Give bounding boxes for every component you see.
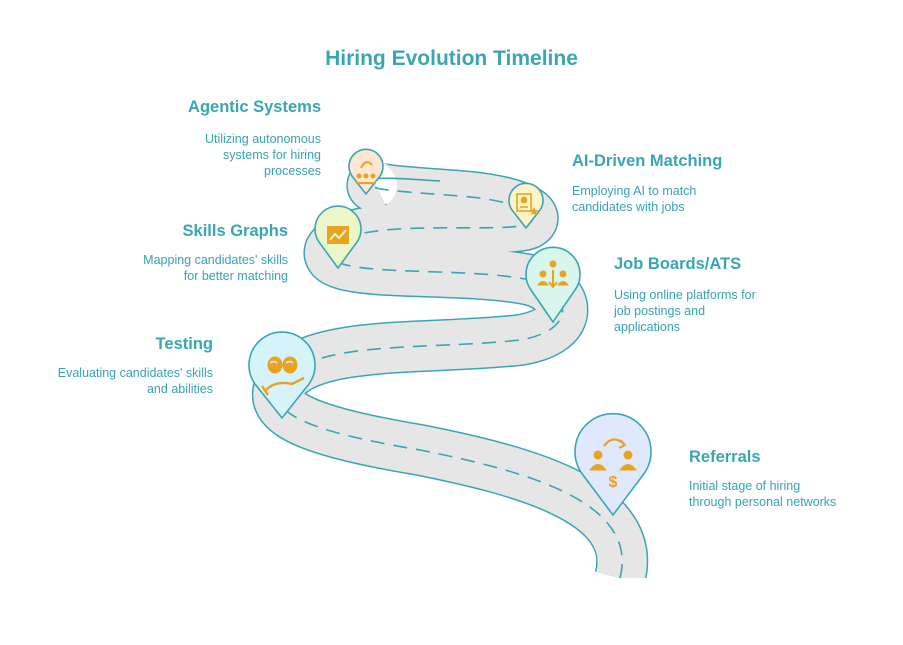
stage-desc-referrals: Initial stage of hiring through personal… (689, 479, 837, 509)
chart-trend-icon (327, 226, 349, 244)
diagram-title: Hiring Evolution Timeline (325, 47, 578, 70)
stage-title-skills-graphs: Skills Graphs (182, 222, 288, 240)
marker-referrals: $ (574, 412, 652, 517)
stage-title-referrals: Referrals (689, 448, 761, 466)
people-flow-icon (356, 161, 376, 184)
brain-in-hand-icon (261, 356, 305, 396)
stage-desc-skills-graphs: Mapping candidates' skills for better ma… (143, 253, 288, 283)
stage-desc-job-boards: Using online platforms for job postings … (614, 288, 756, 334)
stage-desc-testing: Evaluating candidates' skills and abilit… (57, 366, 213, 396)
marker-agentic-systems (348, 148, 384, 196)
candidate-badge-icon (516, 193, 539, 216)
team-network-icon (537, 260, 569, 289)
stage-desc-ai-matching: Employing AI to match candidates with jo… (572, 184, 697, 214)
marker-job-boards (525, 246, 581, 324)
stage-desc-agentic-systems: Utilizing autonomous systems for hiring … (204, 132, 321, 178)
money-exchange-people-icon: $ (589, 438, 637, 491)
stage-title-agentic-systems: Agentic Systems (188, 98, 321, 116)
stage-title-testing: Testing (155, 335, 213, 353)
stage-title-ai-matching: AI-Driven Matching (572, 152, 723, 170)
marker-ai-matching (508, 182, 544, 230)
stage-title-job-boards: Job Boards/ATS (614, 255, 742, 273)
marker-skills-graphs (314, 205, 362, 270)
marker-testing (248, 331, 316, 420)
svg-text:$: $ (609, 474, 618, 491)
road-centerline (277, 182, 623, 579)
